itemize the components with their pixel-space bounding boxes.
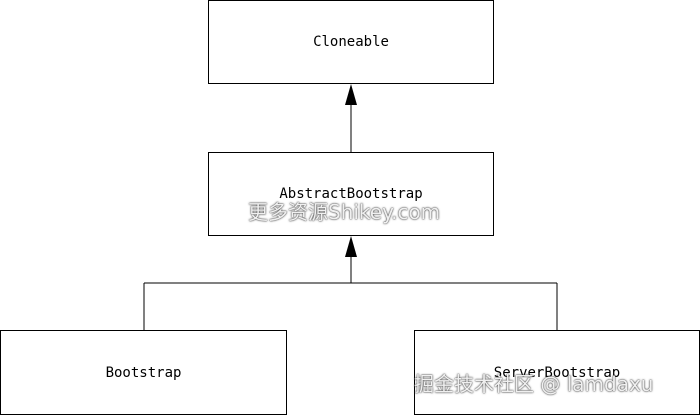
class-node-bootstrap[interactable]: Bootstrap — [0, 330, 287, 415]
arrowhead-abstract — [345, 236, 357, 257]
class-label-bootstrap: Bootstrap — [105, 364, 182, 381]
watermark-corner: 掘金技术社区 @ lamdaxu — [414, 372, 654, 396]
class-node-cloneable[interactable]: Cloneable — [208, 0, 494, 84]
arrowhead-cloneable — [345, 84, 357, 105]
class-label-server-bootstrap: ServerBootstrap — [493, 364, 621, 381]
watermark-center: 更多资源Shikey.com — [248, 200, 441, 224]
class-node-abstract-bootstrap[interactable]: AbstractBootstrap — [208, 152, 494, 236]
class-label-cloneable: Cloneable — [313, 34, 389, 50]
class-node-server-bootstrap[interactable]: ServerBootstrap — [414, 330, 700, 415]
class-label-abstract-bootstrap: AbstractBootstrap — [279, 186, 423, 202]
